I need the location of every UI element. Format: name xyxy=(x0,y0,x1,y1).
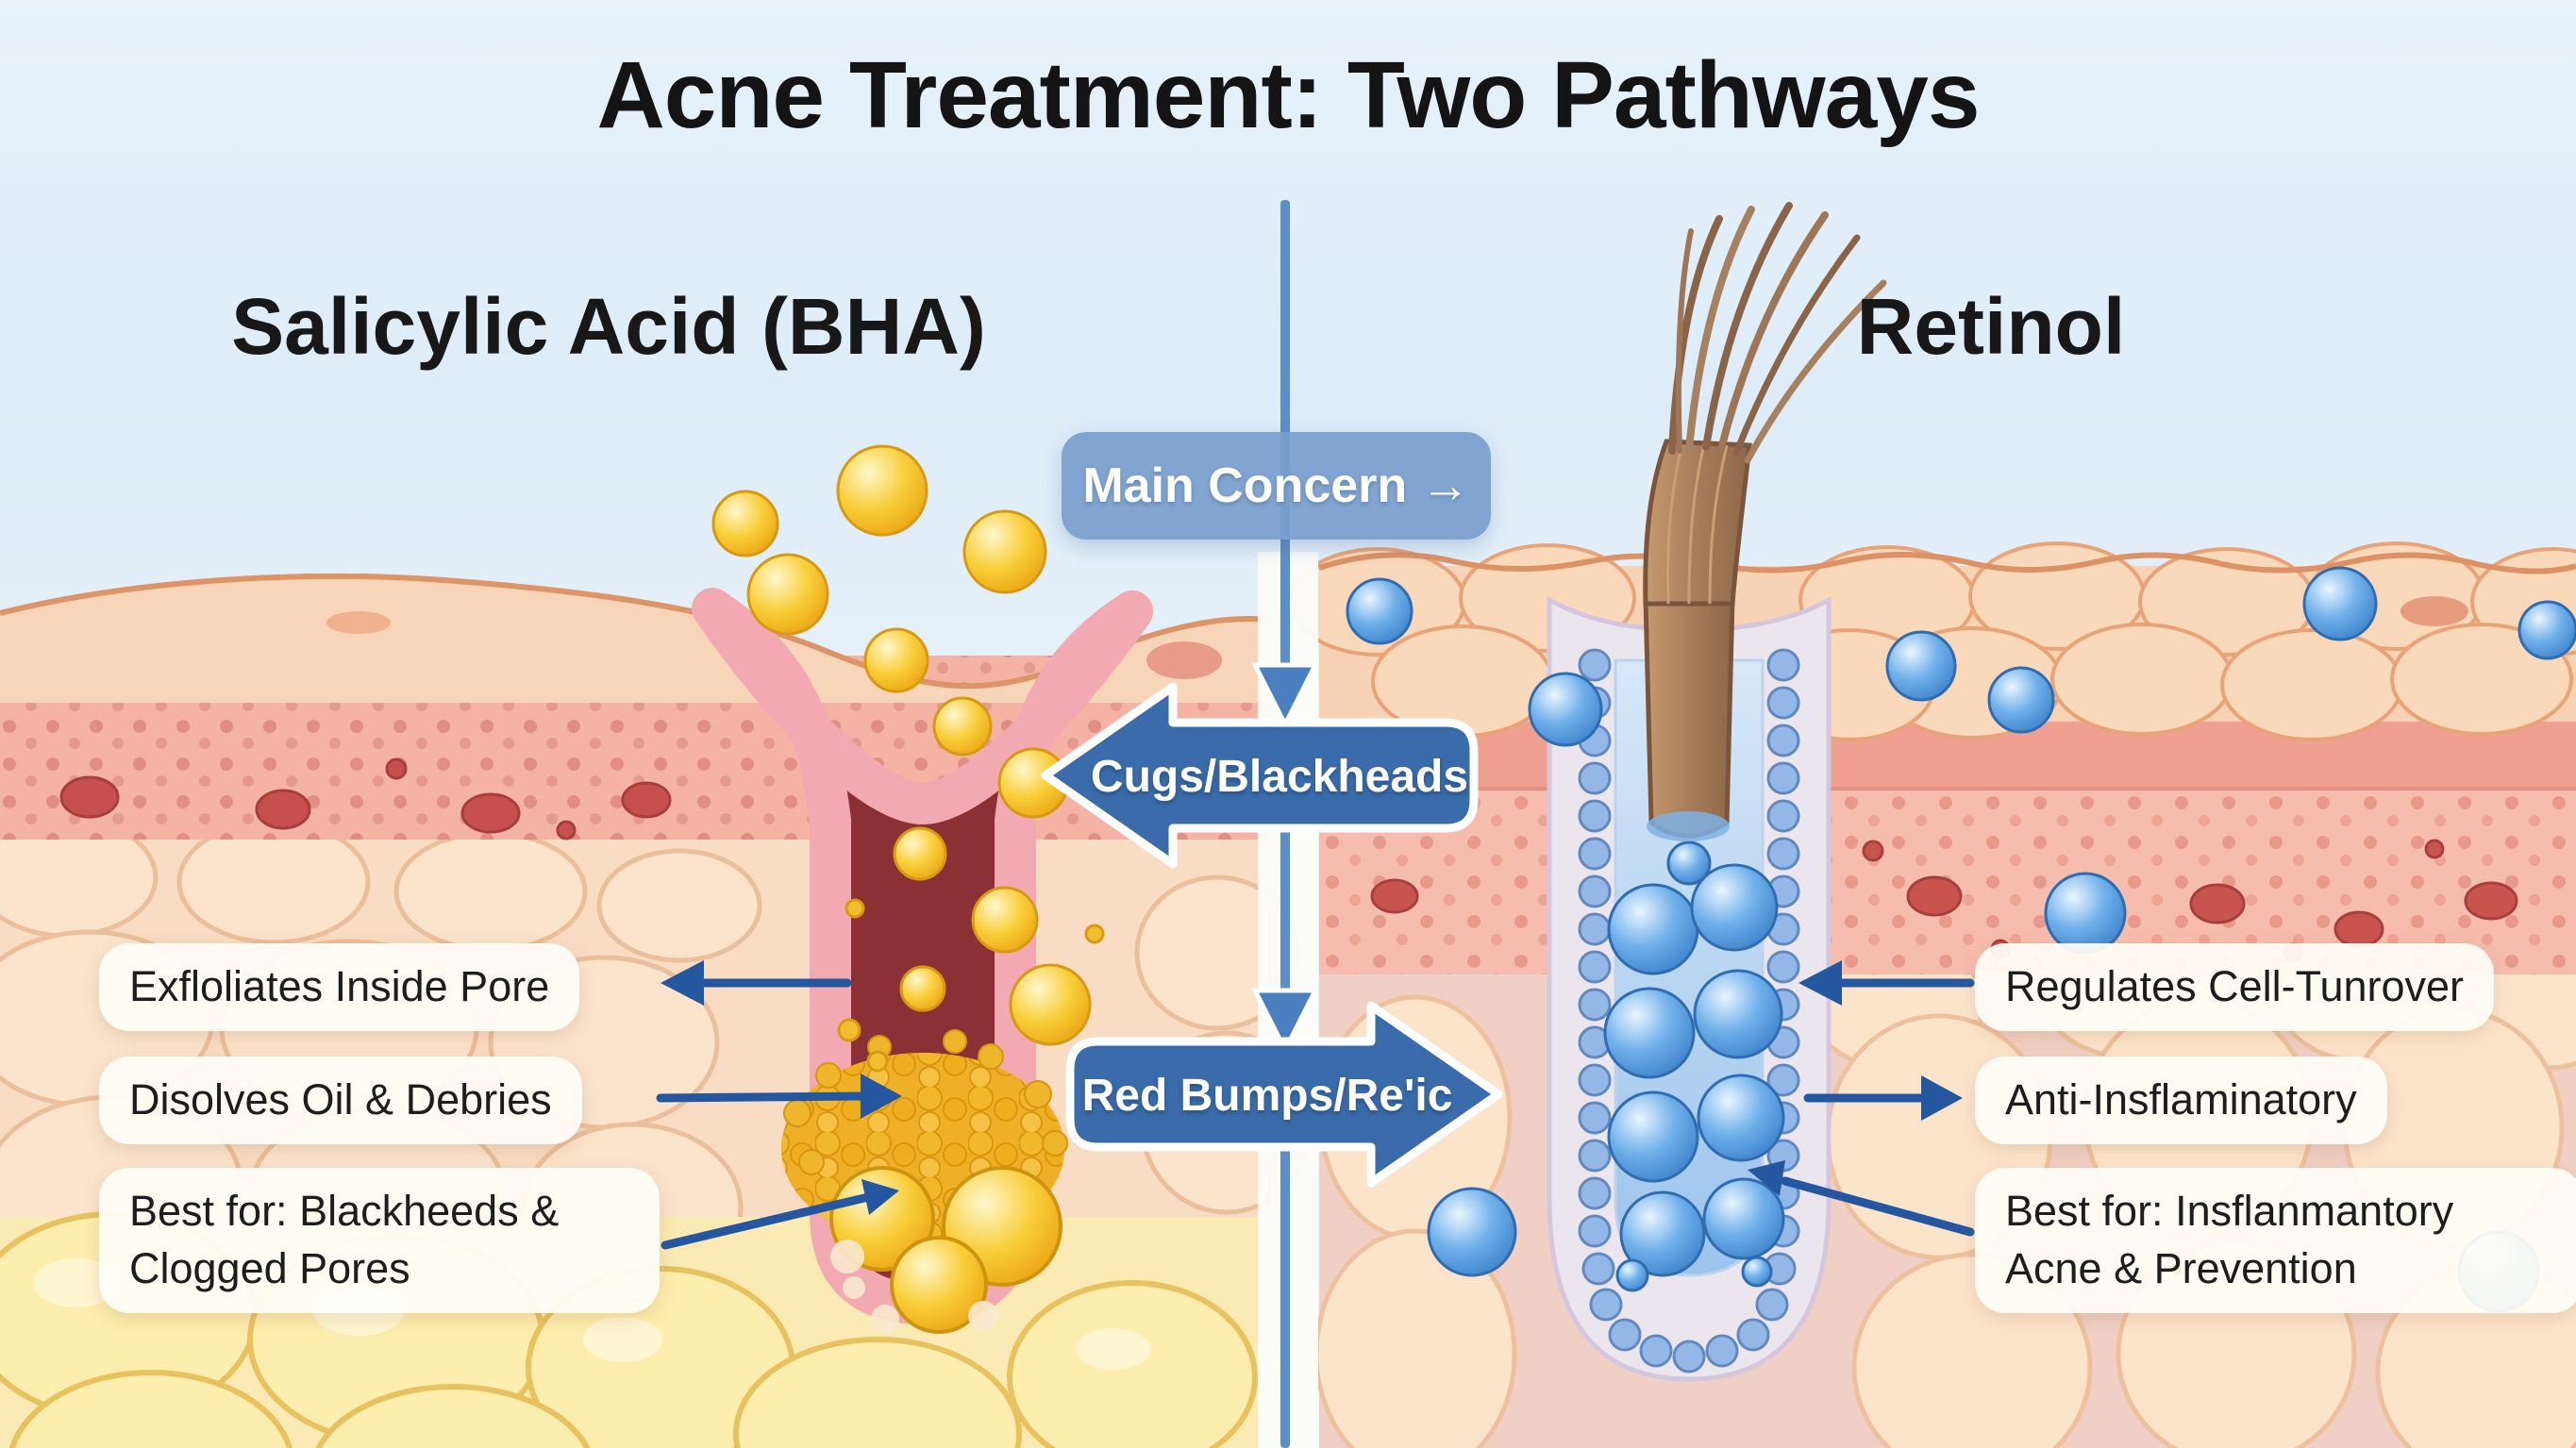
label-best-for-left: Best for: Blackheeds & Clogged Pores xyxy=(99,1168,660,1313)
pale-bubbles xyxy=(830,1240,998,1333)
label-connectors xyxy=(656,978,1975,1250)
up-left-arrowhead-icon-r3 xyxy=(1748,1160,1785,1196)
hair-shaft-upper xyxy=(1643,439,1752,607)
right-banner-arrow-icon xyxy=(1065,1001,1503,1188)
right-arrowhead-icon-2 xyxy=(861,1074,902,1119)
left-surface-pore-mark2 xyxy=(1146,641,1222,679)
left-arrowhead-icon-1 xyxy=(661,960,704,1006)
hair-shaft-lower xyxy=(1643,597,1735,839)
hair-striations xyxy=(1666,442,1729,605)
right-banner-label: Red Bumps/Re'ic xyxy=(1081,1070,1453,1121)
up-right-arrowhead-icon-3 xyxy=(861,1179,899,1215)
sebum-balls xyxy=(829,1166,1062,1334)
left-skin-panel xyxy=(0,444,1314,1448)
down-arrowhead-icon-1 xyxy=(1250,662,1320,730)
right-arrowhead-icon-r2 xyxy=(1921,1075,1963,1121)
left-surface-layer xyxy=(0,575,1269,703)
left-surface-pore-mark xyxy=(326,611,391,634)
hair-tip-stain xyxy=(1647,811,1730,841)
left-panel-heading: Salicylic Acid (BHA) xyxy=(231,282,986,371)
label-regulates: Regulates Cell-Tunrover xyxy=(1975,943,2495,1031)
right-surface-edge xyxy=(1318,552,2576,574)
connector-arrowheads xyxy=(661,960,1963,1215)
retinol-spheres xyxy=(1603,841,1785,1292)
right-panel-heading: Retinol xyxy=(1856,282,2126,371)
left-banner-label: Cugs/Blackheads xyxy=(1090,751,1469,802)
label-best-for-right: Best for: Insflanmantory Acne & Preventi… xyxy=(1975,1168,2576,1313)
down-arrowhead-icon-2 xyxy=(1250,988,1320,1056)
label-dissolves: Disolves Oil & Debries xyxy=(99,1057,582,1144)
right-surface-pore-mark xyxy=(2400,596,2468,626)
sebum-bubble-trail xyxy=(711,444,1105,1080)
label-anti-inflammatory: Anti-Insflaminatory xyxy=(1975,1057,2387,1144)
page-title: Acne Treatment: Two Pathways xyxy=(596,42,1981,148)
left-arrowhead-icon-r1 xyxy=(1798,960,1842,1006)
hair-strands xyxy=(1668,202,1887,464)
main-concern-badge: Main Concern → xyxy=(1062,432,1491,540)
label-exfoliates: Exfloliates Inside Pore xyxy=(99,943,580,1031)
left-banner-arrow-icon xyxy=(1041,682,1479,869)
